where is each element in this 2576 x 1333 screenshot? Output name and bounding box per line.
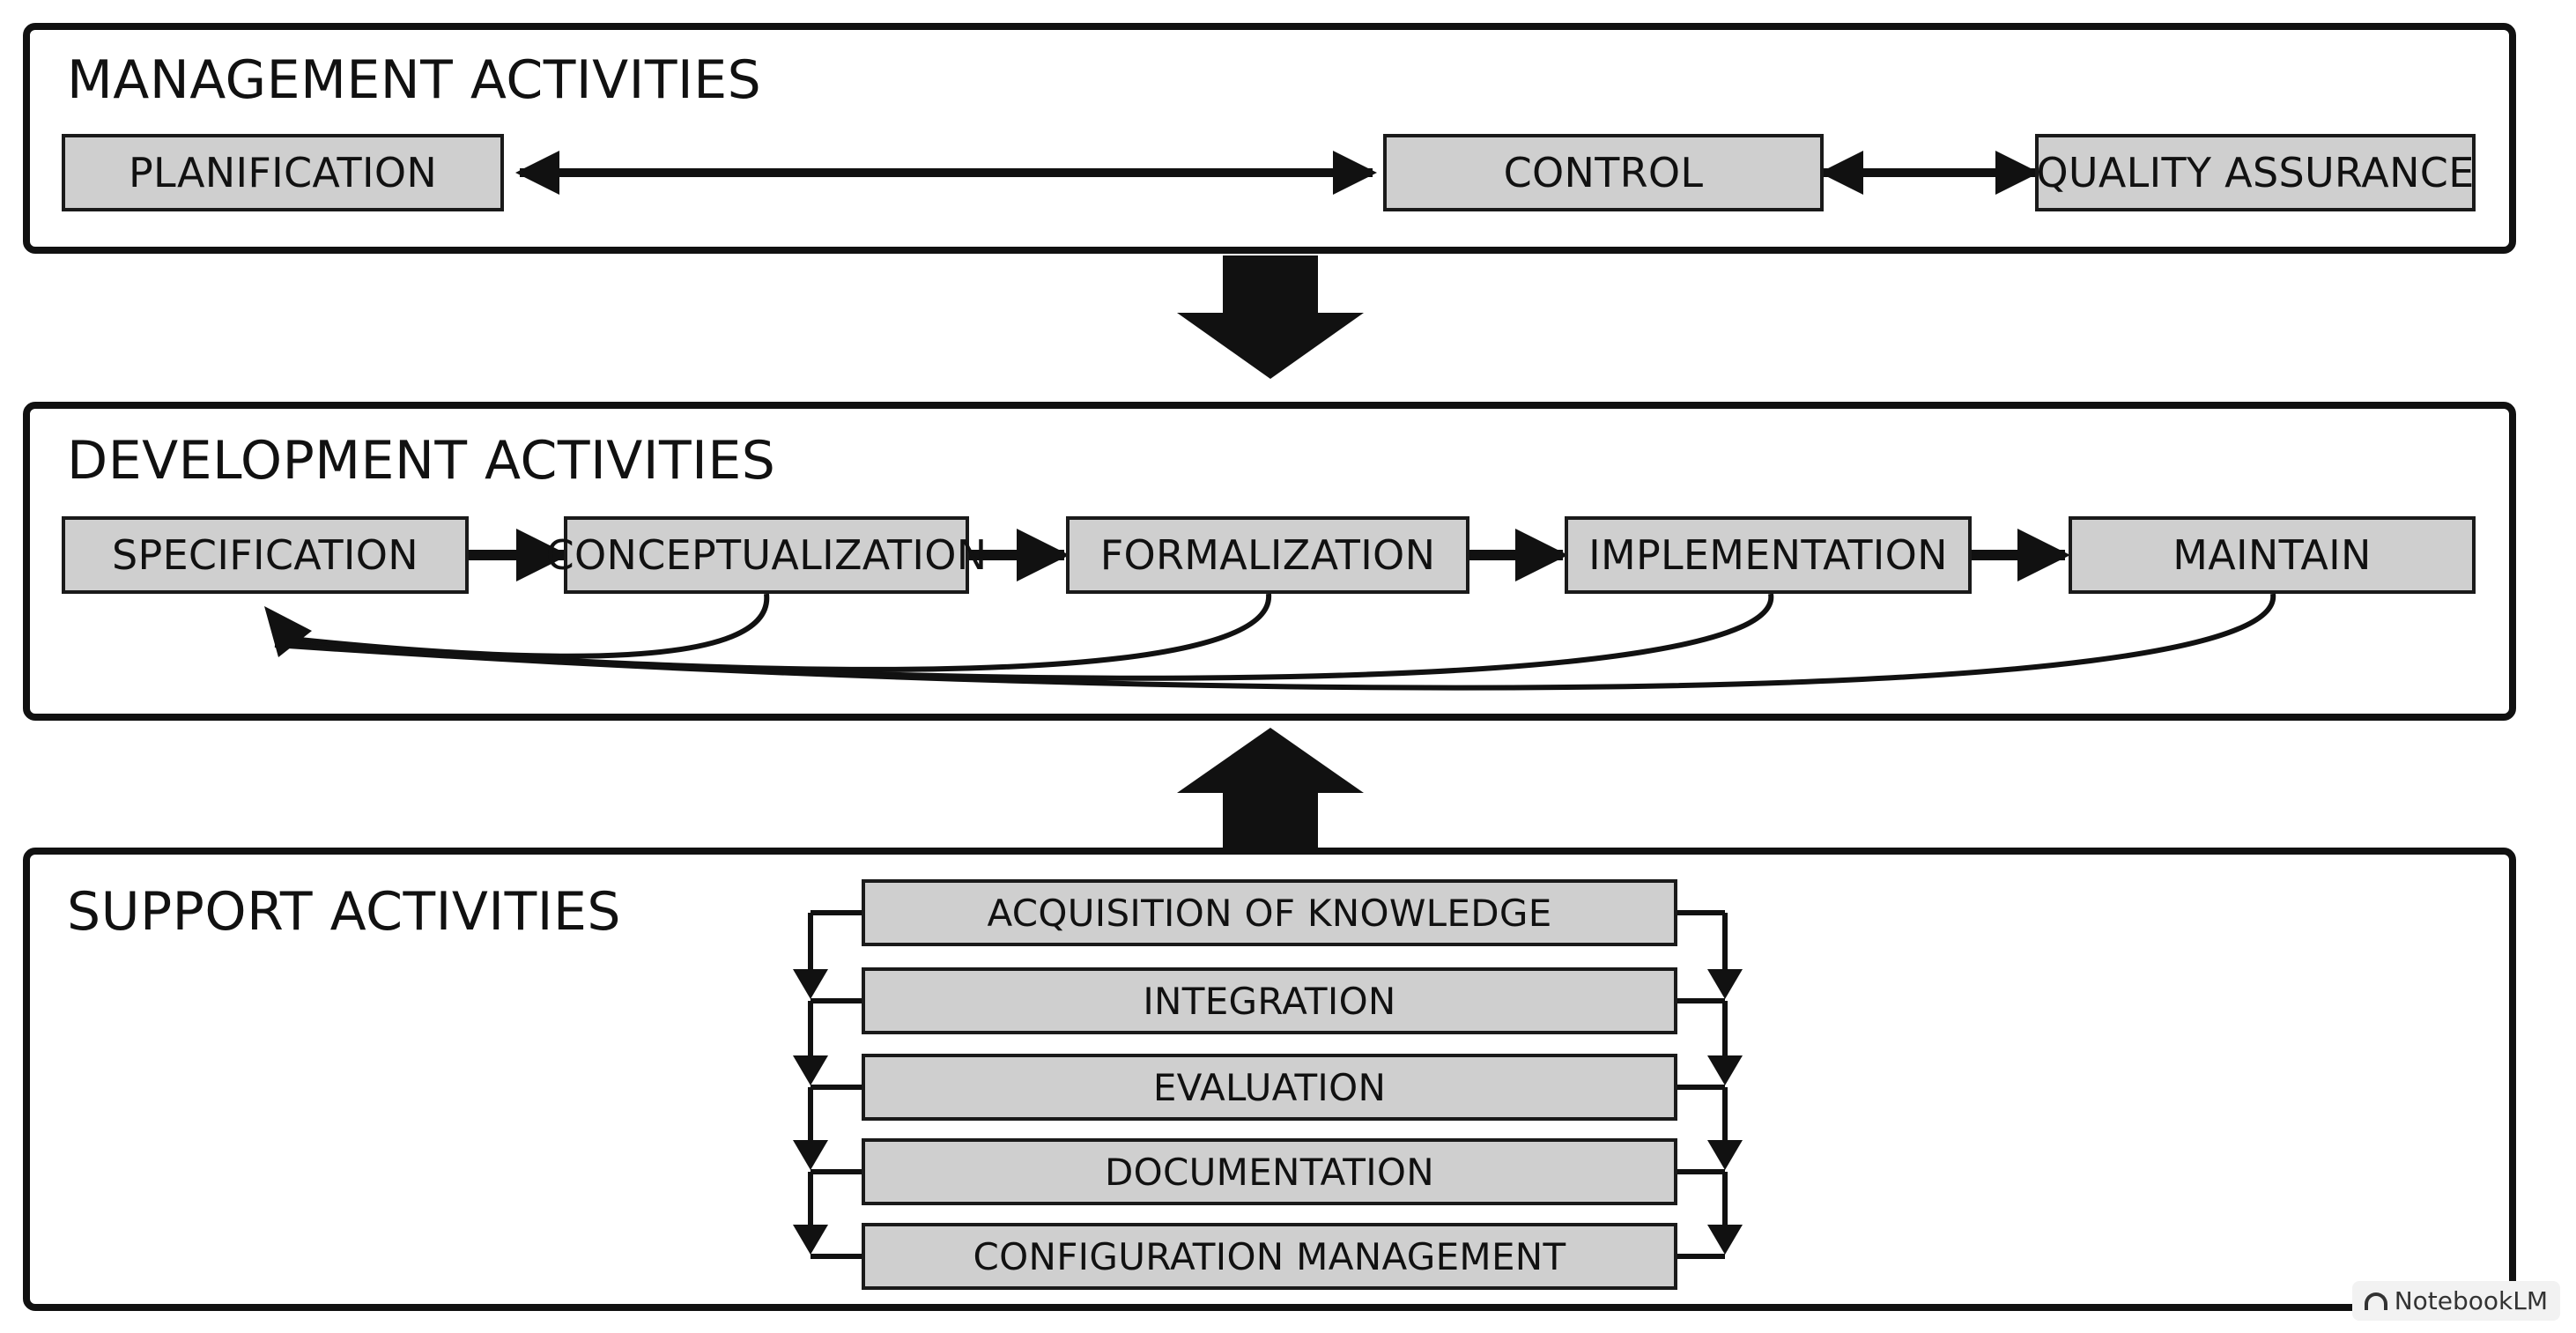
implementation-box: IMPLEMENTATION bbox=[1565, 516, 1972, 594]
support-right-arrowheads bbox=[1707, 969, 1743, 1255]
development-activities-title: DEVELOPMENT ACTIVITIES bbox=[67, 430, 776, 492]
notebooklm-logo-icon bbox=[2364, 1292, 2387, 1310]
management-to-development-arrow bbox=[1177, 255, 1364, 379]
configuration-management-box: CONFIGURATION MANAGEMENT bbox=[862, 1223, 1677, 1290]
watermark-label: NotebookLM bbox=[2394, 1286, 2548, 1315]
formalization-box: FORMALIZATION bbox=[1066, 516, 1469, 594]
support-to-development-arrow bbox=[1177, 728, 1364, 848]
control-box: CONTROL bbox=[1383, 134, 1824, 211]
support-right-chain bbox=[1677, 910, 1728, 1259]
support-left-arrowheads bbox=[793, 969, 828, 1255]
conceptualization-box: CONCEPTUALIZATION bbox=[546, 516, 987, 594]
feedback-arrowhead bbox=[264, 606, 312, 657]
support-left-chain bbox=[808, 910, 862, 1259]
specification-box: SPECIFICATION bbox=[62, 516, 469, 594]
documentation-box: DOCUMENTATION bbox=[862, 1138, 1677, 1205]
evaluation-box: EVALUATION bbox=[862, 1054, 1677, 1121]
management-activities-title: MANAGEMENT ACTIVITIES bbox=[67, 49, 762, 111]
quality-assurance-box: QUALITY ASSURANCE bbox=[2035, 134, 2476, 211]
formal-feedback-curve bbox=[281, 593, 1272, 672]
maintain-box: MAINTAIN bbox=[2069, 516, 2476, 594]
maintain-feedback-curve bbox=[274, 593, 2276, 691]
planification-box: PLANIFICATION bbox=[62, 134, 504, 211]
integration-box: INTEGRATION bbox=[862, 967, 1677, 1034]
feedback-curves bbox=[274, 593, 2276, 691]
notebooklm-watermark: NotebookLM bbox=[2351, 1281, 2560, 1321]
support-activities-title: SUPPORT ACTIVITIES bbox=[67, 881, 621, 943]
acquisition-of-knowledge-box: ACQUISITION OF KNOWLEDGE bbox=[862, 879, 1677, 946]
